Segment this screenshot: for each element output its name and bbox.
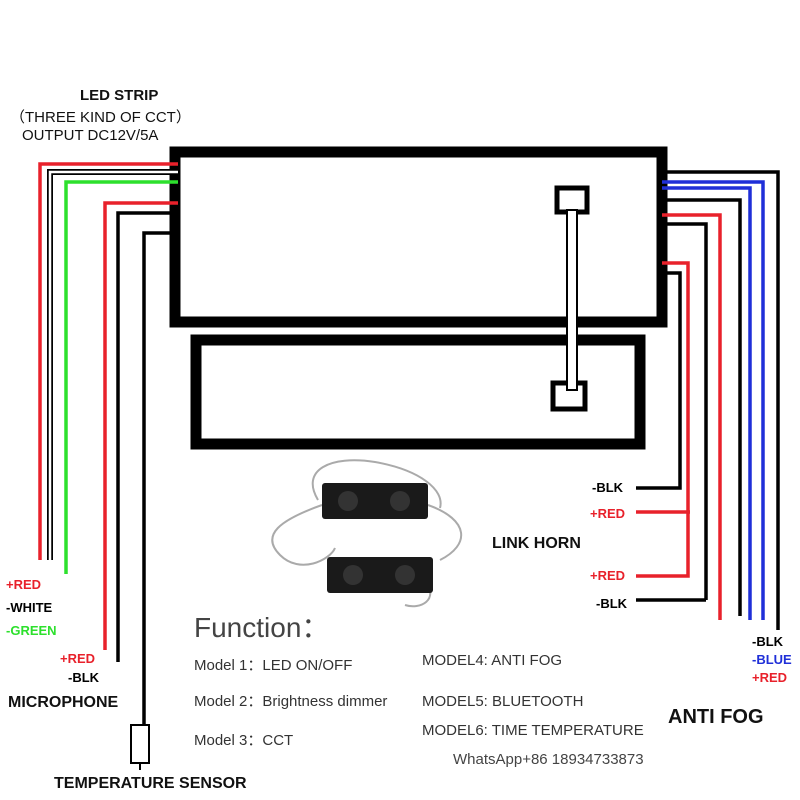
wire-green xyxy=(64,180,178,574)
horn-speaker-2 xyxy=(327,557,433,593)
function-model-4: MODEL4: ANTI FOG xyxy=(422,652,563,669)
label-antifog-blue: -BLUE xyxy=(752,652,792,667)
led-strip-subtitle: （THREE KIND OF CCT） xyxy=(10,109,191,126)
right-upper-wires xyxy=(662,213,722,620)
anti-fog-label: ANTI FOG xyxy=(668,706,764,728)
wire-ru-red xyxy=(662,213,722,620)
link-horn xyxy=(271,459,463,608)
wire-ru-blk xyxy=(662,222,708,600)
led-strip-output: OUTPUT DC12V/5A xyxy=(22,127,159,144)
wire-af-blue xyxy=(662,180,765,620)
microphone-label: MICROPHONE xyxy=(8,694,119,711)
link-connector-top xyxy=(554,185,590,215)
function-model-2: Model 2：Brightness dimmer xyxy=(194,693,388,710)
controller-box xyxy=(169,146,668,328)
microphone-wires xyxy=(103,201,178,662)
wire-white xyxy=(48,170,178,560)
anti-fog-wires xyxy=(662,170,780,630)
led-strip-title: LED STRIP xyxy=(80,87,159,104)
function-model-1: Model 1：LED ON/OFF xyxy=(194,657,353,674)
wire-temperature xyxy=(142,231,178,725)
label-antifog-red: +RED xyxy=(752,670,788,685)
link-bar xyxy=(566,209,578,391)
label-right-blk-2: -BLK xyxy=(596,596,628,611)
label-left-white: -WHITE xyxy=(6,600,53,615)
link-horn-label: LINK HORN xyxy=(492,535,581,552)
label-right-blk-1: -BLK xyxy=(592,480,624,495)
wire-red xyxy=(38,162,178,560)
label-mic-red: +RED xyxy=(60,651,96,666)
label-mic-blk: -BLK xyxy=(68,670,100,685)
wire-rl-blk1 xyxy=(636,271,682,490)
label-right-red-2: +RED xyxy=(590,568,626,583)
wire-af-blk xyxy=(662,170,780,630)
wire-mic-blk xyxy=(116,211,178,662)
temperature-sensor-probe xyxy=(130,724,150,764)
led-strip-wires xyxy=(38,162,178,574)
contact-whatsapp: WhatsApp+86 18934733873 xyxy=(453,751,644,768)
label-antifog-blk: -BLK xyxy=(752,634,784,649)
label-left-green: -GREEN xyxy=(6,623,57,638)
label-right-red-1: +RED xyxy=(590,506,626,521)
wire-rl-red1 xyxy=(636,261,690,578)
function-model-3: Model 3：CCT xyxy=(194,732,294,749)
function-model-5: MODEL5: BLUETOOTH xyxy=(422,693,584,710)
wire-af-blue2 xyxy=(662,186,752,620)
function-title: Function： xyxy=(194,612,330,643)
temperature-sensor-label: TEMPERATURE SENSOR xyxy=(54,775,247,792)
wire-mic-red xyxy=(103,201,178,650)
right-lower-wires xyxy=(636,261,706,602)
function-model-6: MODEL6: TIME TEMPERATURE xyxy=(422,722,644,739)
wire-af-red xyxy=(662,198,742,616)
label-left-red: +RED xyxy=(6,577,42,592)
horn-speaker-1 xyxy=(322,483,428,519)
